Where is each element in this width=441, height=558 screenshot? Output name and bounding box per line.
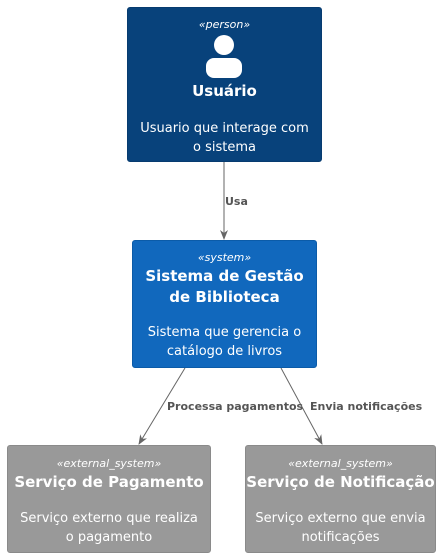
system-description: Sistema que gerencia o catálogo de livro… xyxy=(147,325,302,359)
external-system-stereotype: «external_system» xyxy=(56,457,162,470)
system-biblioteca-node[interactable]: «system» Sistema de Gestão de Biblioteca… xyxy=(132,240,317,368)
edge-processa-pagamentos xyxy=(138,367,186,445)
person-name: Usuário xyxy=(192,82,257,100)
external-system-name: Serviço de Notificação xyxy=(246,473,435,491)
person-stereotype: «person» xyxy=(198,18,251,31)
system-stereotype: «system» xyxy=(197,251,252,264)
external-system-pagamento-node[interactable]: «external_system» Serviço de Pagamento S… xyxy=(7,445,211,553)
edge-envia-notificacoes xyxy=(280,367,323,445)
edge-label-envia-notificacoes: Envia notificações xyxy=(310,400,423,413)
person-description: Usuario que interage com o sistema xyxy=(140,121,309,155)
external-system-description: Serviço externo que realiza o pagamento xyxy=(20,511,198,545)
external-system-stereotype: «external_system» xyxy=(288,457,393,470)
external-system-name: Serviço de Pagamento xyxy=(14,473,204,491)
edge-label-processa-pagamentos: Processa pagamentos xyxy=(167,400,304,413)
system-name: Sistema de Gestão de Biblioteca xyxy=(145,267,304,306)
external-system-notificacao-node[interactable]: «external_system» Serviço de Notificação… xyxy=(245,445,436,553)
external-system-description: Serviço externo que envia notificações xyxy=(255,511,426,545)
person-usuario-node[interactable]: «person» Usuário Usuario que interage co… xyxy=(127,7,322,162)
edge-label-usa: Usa xyxy=(225,195,248,208)
person-icon xyxy=(206,35,242,78)
